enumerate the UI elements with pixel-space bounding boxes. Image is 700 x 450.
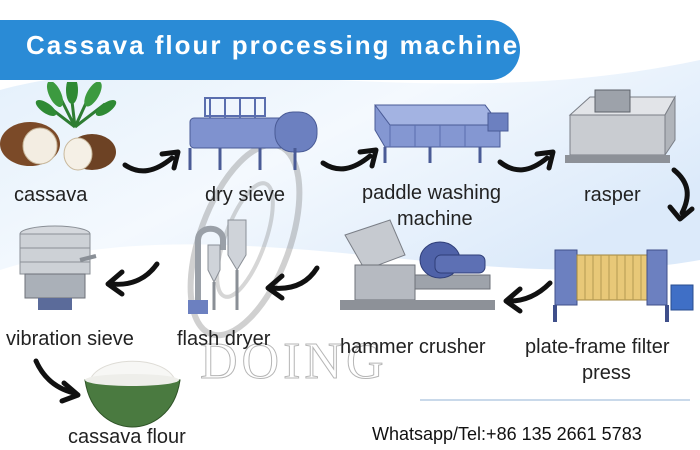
arrow-rasper-to-filter-press-icon <box>667 167 695 222</box>
vibration-sieve-machine-icon <box>19 225 97 310</box>
watermark-text: DOING <box>200 333 388 391</box>
cassava-root-icon <box>0 82 117 171</box>
label-flash-dryer: flash dryer <box>177 328 271 350</box>
label-paddle-washing-2: machine <box>397 208 473 230</box>
plate-frame-filter-press-icon <box>553 249 694 322</box>
arrow-flash-dryer-to-vibration-sieve-icon <box>105 261 160 297</box>
label-cassava: cassava <box>14 184 88 206</box>
flash-dryer-machine-icon <box>188 219 247 314</box>
title-banner <box>0 20 520 80</box>
arrow-vibration-sieve-to-flour-icon <box>33 358 81 404</box>
arrow-dry-sieve-to-washer-icon <box>320 147 379 172</box>
paddle-washing-machine-icon <box>374 104 509 163</box>
arrow-washer-to-rasper-icon <box>497 149 556 173</box>
label-hammer-crusher: hammer crusher <box>340 336 486 358</box>
label-plate-frame-filter: plate-frame filter <box>525 336 670 358</box>
label-paddle-washing: paddle washing <box>362 182 501 204</box>
label-rasper: rasper <box>584 184 641 206</box>
label-dry-sieve: dry sieve <box>205 184 286 206</box>
hammer-crusher-machine-icon <box>340 219 495 310</box>
arrow-filter-press-to-crusher-icon <box>503 280 553 314</box>
label-vibration-sieve: vibration sieve <box>6 328 134 350</box>
arrow-crusher-to-flash-dryer-icon <box>265 265 320 301</box>
page-title: Cassava flour processing machine <box>26 30 520 60</box>
rasper-machine-icon <box>565 89 676 163</box>
label-cassava-flour: cassava flour <box>68 426 186 448</box>
cassava-flour-bowl-icon <box>84 360 181 428</box>
label-plate-frame-filter-2: press <box>582 362 631 384</box>
arrow-cassava-to-dry-sieve-icon <box>122 149 181 174</box>
dry-sieve-machine-icon <box>188 97 318 170</box>
contact-info: Whatsapp/Tel:+86 135 2661 5783 <box>372 424 642 444</box>
